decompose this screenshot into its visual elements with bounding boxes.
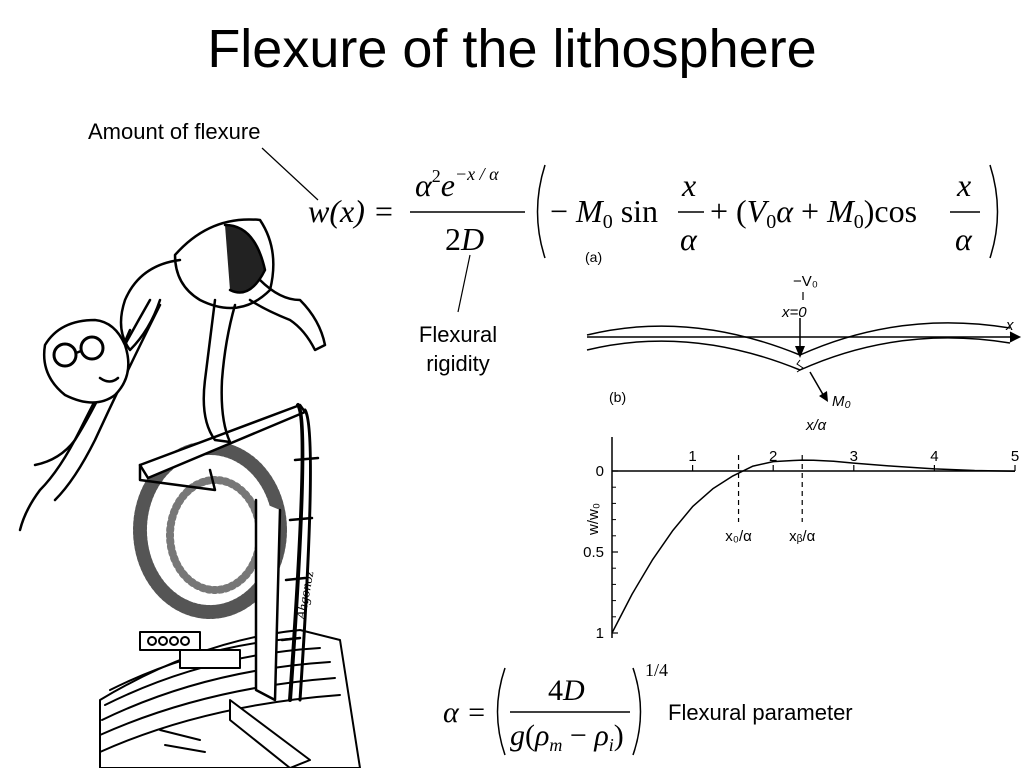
- eq-lhs: w(x) =: [308, 193, 394, 229]
- diving-cartoon-icon: Ahgonoz: [18, 218, 361, 768]
- eq-bracket-term2: + (V0α + M0)cos: [710, 193, 917, 233]
- eq-numerator: α2e−x / α: [415, 164, 499, 203]
- diver-figure-icon: [18, 218, 327, 532]
- moment-label: M₀: [832, 393, 851, 410]
- svg-text:α: α: [680, 221, 698, 257]
- flexural-rigidity-label-line2: rigidity: [426, 351, 490, 376]
- load-label: −V₀: [793, 273, 818, 290]
- eq-denominator: 2D: [445, 221, 484, 257]
- deflection-curve: [611, 459, 1016, 634]
- x-tick-label: 3: [850, 448, 858, 465]
- slide-title: Flexure of the lithosphere: [207, 19, 817, 79]
- x-axis-label: x: [1005, 317, 1014, 334]
- param-exponent: 1/4: [645, 660, 668, 680]
- marker-label: x₀/α: [725, 528, 752, 545]
- y-axis-label: w/w₀: [585, 503, 602, 536]
- x-tick-label: 4: [930, 448, 938, 465]
- flexure-leader-line: [261, 147, 319, 201]
- panel-a-label: (a): [585, 249, 602, 265]
- x-tick-label: 1: [688, 448, 696, 465]
- parameter-equation: α = 4D g(ρm − ρi) 1/4: [443, 660, 668, 756]
- flexural-rigidity-label-line1: Flexural: [418, 322, 498, 347]
- stadium-stands-icon: [99, 629, 361, 768]
- param-lhs: α =: [443, 696, 487, 729]
- flexural-parameter-label: Flexural parameter: [668, 700, 853, 725]
- top-axis-label: x/α: [805, 417, 827, 434]
- eq-bracket-term1: − M0 sin: [550, 193, 658, 233]
- origin-label: x=0: [781, 304, 807, 321]
- panel-b-label: (b): [609, 389, 626, 405]
- param-numerator: 4D: [548, 674, 585, 707]
- deflection-equation: w(x) = α2e−x / α 2D − M0 sin x α + (V0α …: [308, 164, 999, 259]
- y-tick-label: 0: [596, 463, 604, 480]
- y-tick-label: 0.5: [583, 544, 604, 561]
- y-tick-label: 1: [596, 625, 604, 642]
- amount-of-flexure-label: Amount of flexure: [88, 119, 261, 144]
- panel-a: (a) −V₀ x=0 x M₀: [585, 249, 1022, 410]
- panel-b-chart: (b) x/α w/w₀ 1 2 3 4 5 0 0.5 1 x₀/α xᵦ/α: [583, 389, 1019, 642]
- marker-label: xᵦ/α: [789, 528, 815, 545]
- svg-text:x: x: [956, 167, 971, 203]
- rigidity-leader-line: [457, 254, 471, 313]
- x-tick-label: 2: [769, 448, 777, 465]
- x-tick-label: 5: [1011, 448, 1019, 465]
- param-denominator: g(ρm − ρi): [510, 719, 624, 755]
- svg-text:x: x: [681, 167, 696, 203]
- svg-text:α: α: [955, 221, 973, 257]
